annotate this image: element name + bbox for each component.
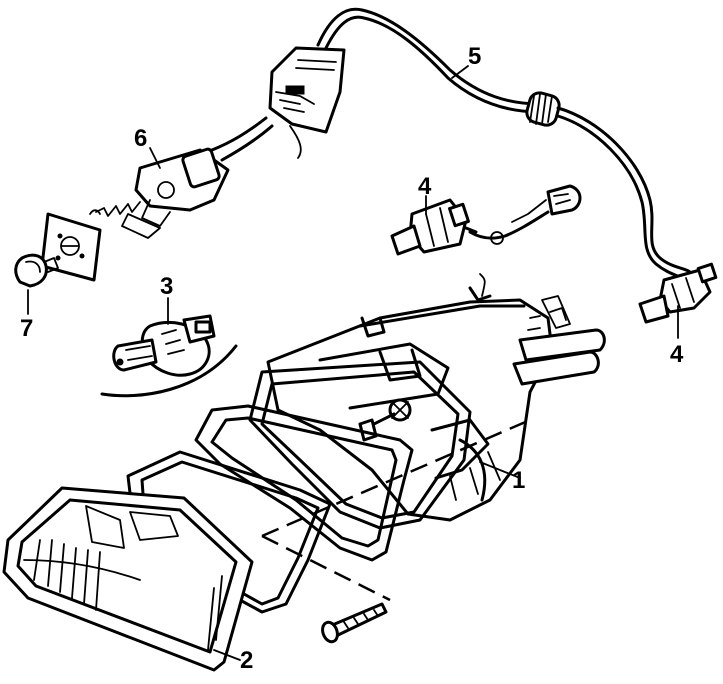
- callout-label-housing: 1: [512, 467, 525, 494]
- connector: [121, 147, 230, 239]
- callout-label-sidelight-bulb: 7: [20, 315, 33, 342]
- callout-leaders: [27, 65, 679, 661]
- seal-frame-outer: [194, 404, 414, 562]
- bulb-holder-cap: [511, 184, 582, 223]
- harness-plug-block: [210, 46, 346, 162]
- indicator-left: [390, 198, 478, 256]
- callout-label-connector: 6: [134, 125, 147, 152]
- callout-label-wiring-harness: 5: [468, 43, 481, 70]
- sidelight-assembly: [14, 201, 141, 288]
- assembly-guide-lower: [261, 534, 391, 602]
- bulb-cover-arc: [100, 344, 238, 398]
- main-bulb: [112, 314, 216, 377]
- assembly-guide-upper: [261, 418, 531, 538]
- indicator-right: [638, 262, 718, 324]
- callout-label-indicator-right: 4: [670, 341, 684, 368]
- callout-label-main-bulb: 3: [160, 273, 173, 300]
- fixing-screw: [321, 602, 388, 644]
- lens: [2, 486, 254, 672]
- housing: [266, 273, 606, 522]
- callout-label-indicator-left: 4: [418, 173, 432, 200]
- reflector-frame: [248, 360, 472, 530]
- callout-label-lens: 2: [240, 647, 253, 674]
- wiring-harness: [316, 7, 692, 282]
